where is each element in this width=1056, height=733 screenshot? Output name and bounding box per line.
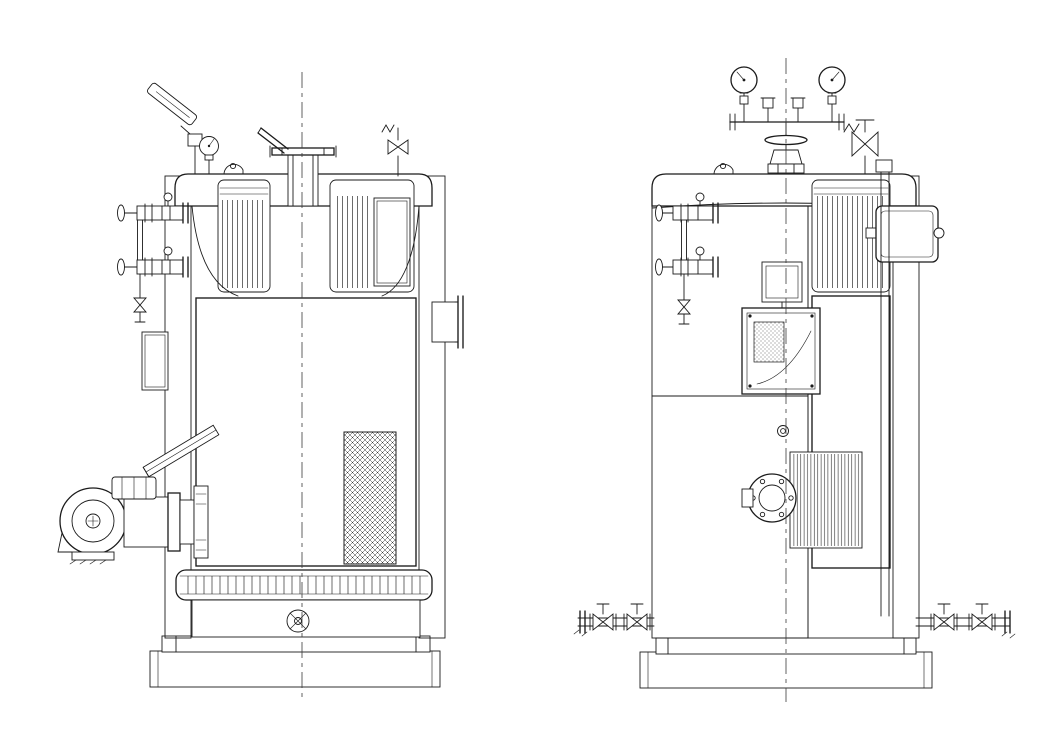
base-plate-left-view (161, 635, 431, 653)
skirt-left-view (191, 599, 421, 638)
inclined-pipe (142, 424, 220, 478)
burner-gun (167, 485, 209, 559)
gauge-manifold (729, 66, 846, 131)
blowdown-valve (623, 603, 651, 631)
pressure-gauge-left-icon (730, 66, 758, 123)
lifting-lug-icon (223, 162, 244, 175)
safety-valve-right-view (843, 119, 893, 617)
blowdown-valve (589, 603, 617, 631)
discharge-pipe (880, 171, 890, 617)
right-view-front-elevation (573, 58, 1016, 702)
gauge-cock-left (760, 97, 776, 123)
blowdown-valves-left (573, 603, 655, 637)
sight-glass (681, 219, 687, 261)
level-indicator-panel (741, 301, 821, 395)
junction-box (761, 261, 803, 303)
thermometer-icon (147, 82, 203, 175)
gauge-drain-valve (133, 273, 147, 323)
blower-motor (111, 476, 157, 500)
inspection-door (141, 331, 169, 391)
foundation-left-view (149, 650, 441, 688)
gauge-upper-valve (117, 192, 189, 224)
fan-boss-icon (286, 609, 310, 633)
tube-band-right-view (811, 295, 891, 569)
steam-drum-left-panel (217, 179, 271, 293)
front-dense-panel (789, 451, 863, 549)
blowdown-valves-right (915, 603, 1016, 639)
spring-zigzag-icon (381, 124, 395, 133)
blowdown-valve (930, 603, 958, 631)
tube-bank-left-view (195, 297, 417, 567)
gauge-lower-valve (117, 246, 189, 278)
door-hinge (741, 488, 754, 508)
burner-blower-unit (57, 476, 209, 565)
discharge-elbow (875, 159, 893, 173)
brick-wall-right (418, 175, 446, 639)
sight-glass (137, 219, 143, 261)
brick-wall-left (164, 175, 192, 639)
left-view-side-elevation (57, 72, 464, 702)
spring-zigzag-icon (843, 123, 860, 133)
flue-gas-outlet (431, 295, 464, 349)
gauge-lower-valve (655, 246, 719, 278)
shell-transition-curves (191, 205, 420, 297)
blower-foot (71, 551, 115, 561)
upper-tube-panel (811, 179, 891, 293)
gauge-cock-right (790, 97, 806, 123)
pressure-gauge-right-icon (818, 66, 846, 123)
safety-valve-left-view (381, 124, 409, 177)
steam-drum-right-panel (329, 179, 415, 293)
refractory-panel (343, 431, 397, 565)
control-box (865, 205, 945, 263)
lifting-lug-icon (713, 162, 734, 175)
blowdown-valve (968, 603, 996, 631)
pressure-gauge-icon (199, 136, 219, 175)
gauge-upper-valve (655, 192, 719, 224)
sight-plug-icon (777, 425, 789, 437)
control-knob-icon (933, 227, 945, 239)
gauge-drain-valve (677, 273, 691, 325)
burner-door (741, 473, 797, 523)
blower-duct (123, 496, 169, 548)
chimney-with-flange (257, 127, 337, 207)
water-level-gauge-left-view (117, 192, 189, 323)
water-level-gauge-right-view (655, 192, 719, 325)
bottom-ring (175, 569, 433, 601)
